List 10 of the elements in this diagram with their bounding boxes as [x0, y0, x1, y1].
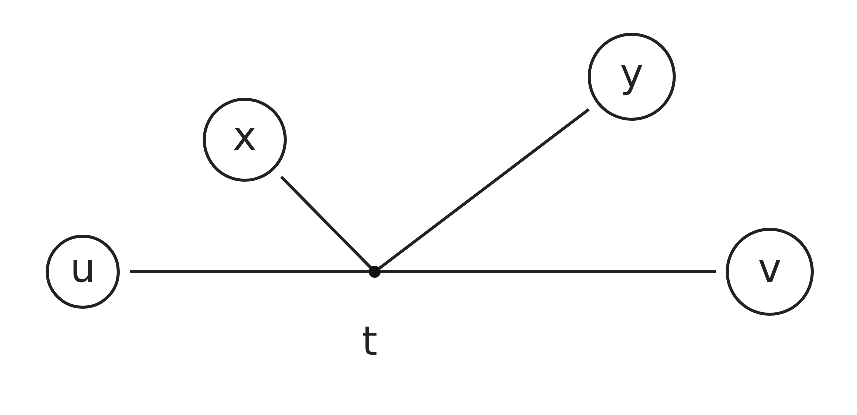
- junction-dot: [369, 266, 381, 278]
- connector-line: [130, 270, 371, 274]
- node-label: x: [233, 117, 257, 157]
- connector-line: [377, 108, 590, 271]
- connector-line: [379, 270, 716, 274]
- node-label: y: [620, 54, 644, 94]
- point-label: t: [362, 322, 378, 362]
- node-label: v: [758, 249, 782, 289]
- connector-line: [280, 176, 374, 270]
- node-label: u: [70, 249, 96, 289]
